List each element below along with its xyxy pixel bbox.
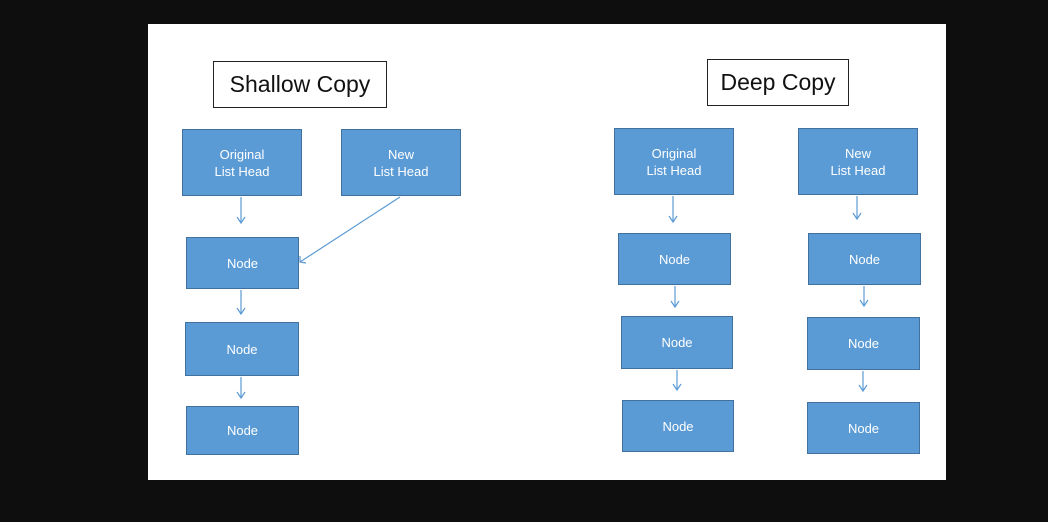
shallow-node-1: Node xyxy=(186,237,299,289)
deep-new-node-3: Node xyxy=(807,402,920,454)
shallow-new-list-head: New List Head xyxy=(341,129,461,196)
shallow-node-2: Node xyxy=(185,322,299,376)
shallow-copy-title: Shallow Copy xyxy=(213,61,387,108)
shallow-original-list-head: Original List Head xyxy=(182,129,302,196)
deep-original-node-3: Node xyxy=(622,400,734,452)
deep-new-node-2: Node xyxy=(807,317,920,370)
deep-original-list-head: Original List Head xyxy=(614,128,734,195)
shallow-node-3: Node xyxy=(186,406,299,455)
deep-new-node-1: Node xyxy=(808,233,921,285)
deep-original-node-1: Node xyxy=(618,233,731,285)
deep-new-list-head: New List Head xyxy=(798,128,918,195)
deep-original-node-2: Node xyxy=(621,316,733,369)
deep-copy-title: Deep Copy xyxy=(707,59,849,106)
